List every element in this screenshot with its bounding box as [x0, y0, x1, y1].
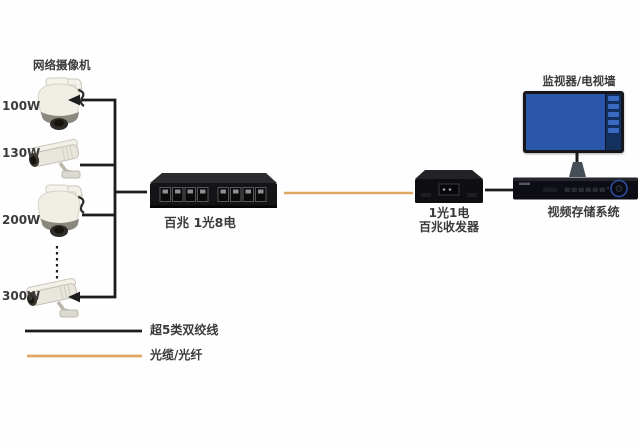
- storage-label: 视频存储系统: [547, 205, 620, 219]
- dvr-display: [543, 187, 557, 192]
- transceiver-top-face: [415, 170, 483, 179]
- camera-bullet-300w: [22, 276, 90, 324]
- ethernet-switch: [145, 170, 281, 212]
- camera-label-100w: 100W: [2, 99, 41, 113]
- camera-dome-200w: [28, 183, 92, 239]
- camera-dome-100w: [28, 76, 92, 132]
- camera-cable: [77, 88, 85, 107]
- status-led: [442, 188, 446, 191]
- camera-cable: [77, 195, 85, 214]
- monitor-sidebar: [606, 94, 621, 150]
- camera-label-200w: 200W: [2, 213, 41, 227]
- switch-top-face: [150, 173, 277, 183]
- rj45-ports: [159, 187, 267, 202]
- switch-label: 百兆 1光8电: [164, 215, 236, 230]
- monitor-toolbar: [526, 94, 605, 150]
- camera-label-300w: 300W: [2, 289, 41, 303]
- dvr-logo: [519, 182, 530, 185]
- arrow-to-camera-100w: [68, 94, 80, 106]
- status-led: [448, 188, 452, 191]
- camera-bullet-130w: [24, 137, 92, 185]
- camera-label-130w: 130W: [2, 146, 41, 160]
- camera-group-label: 网络摄像机: [33, 58, 91, 72]
- fiber-transceiver: [413, 167, 485, 207]
- storage-dvr: [513, 176, 638, 202]
- monitor: [523, 91, 624, 153]
- monitor-screen: [526, 94, 621, 150]
- dvr-buttons: [564, 187, 605, 192]
- monitor-stand-base: [569, 162, 586, 177]
- transceiver-label-line1: 1光1电: [428, 206, 470, 220]
- transceiver-label-line2: 百兆收发器: [418, 220, 479, 234]
- arrow-to-camera-300w: [68, 291, 80, 303]
- legend-fiber-label: 光缆/光纤: [150, 348, 203, 362]
- monitor-label: 监视器/电视墙: [542, 74, 616, 88]
- camera-grid-view: [526, 94, 605, 150]
- cat5-bus-lines: [68, 98, 147, 299]
- legend-twisted-pair-label: 超5类双绞线: [150, 323, 219, 337]
